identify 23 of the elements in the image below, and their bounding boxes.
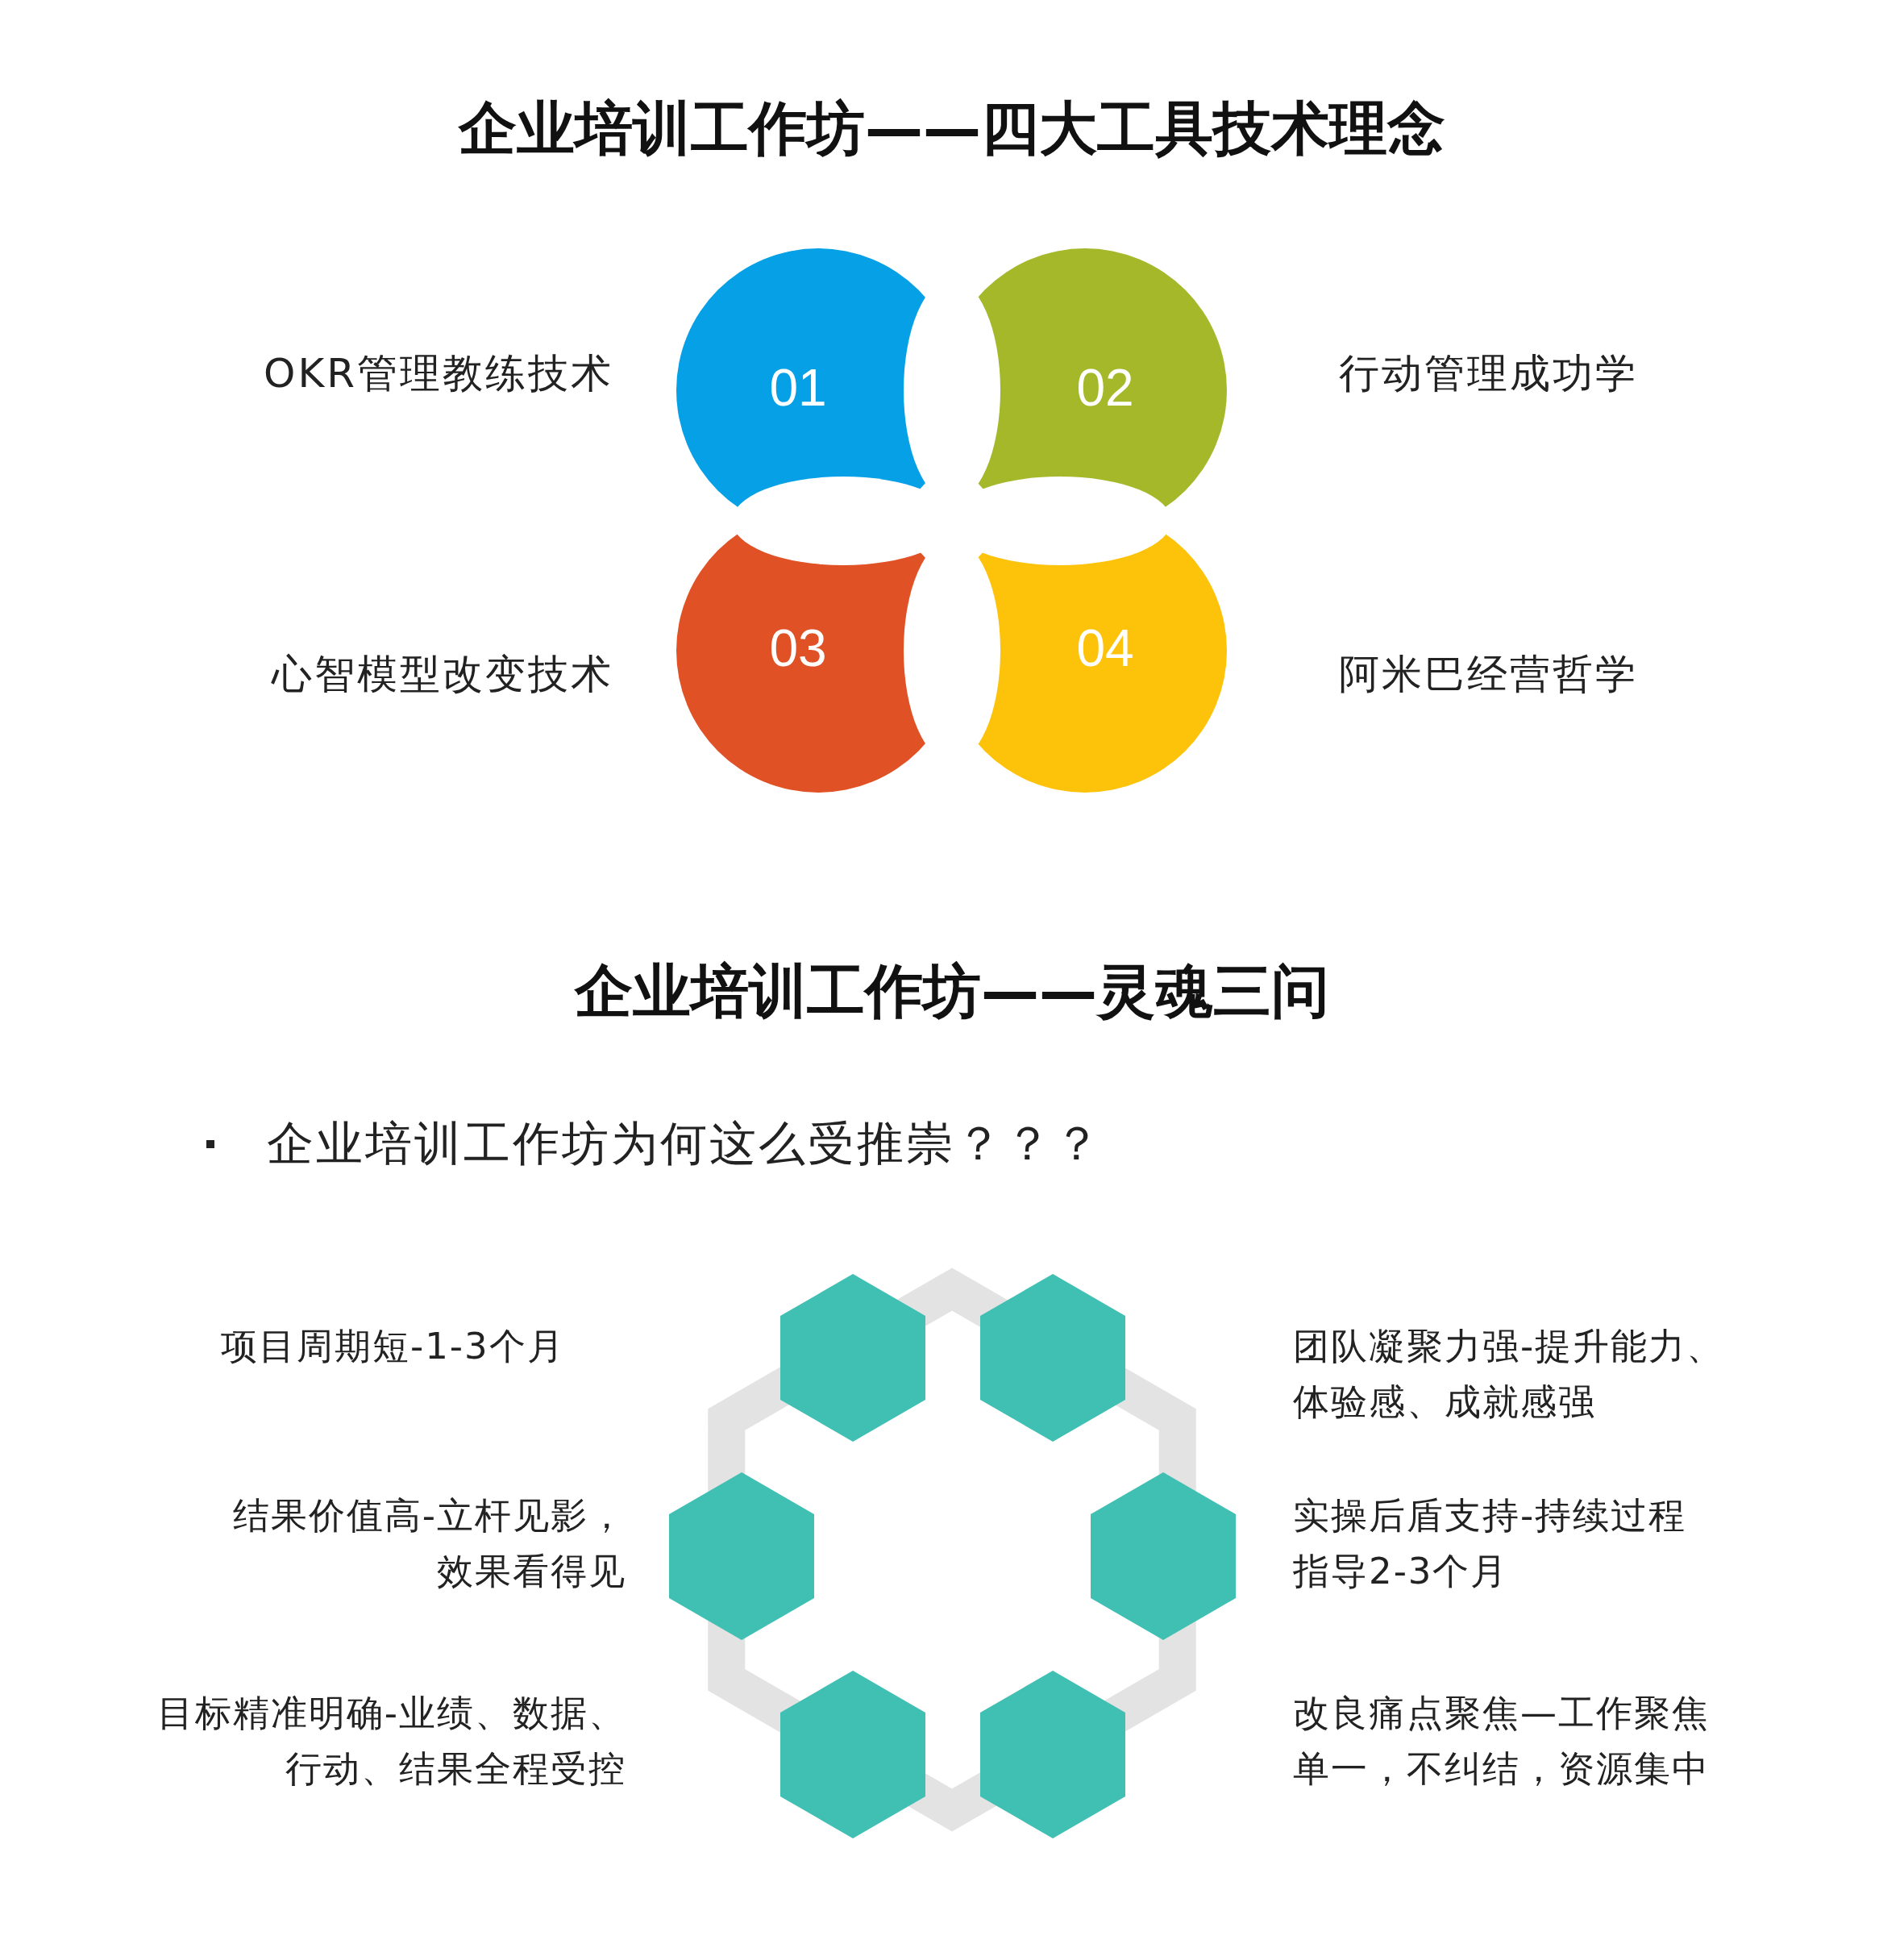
feature-text: 项目周期短-1-3个月: [221, 1324, 565, 1369]
hexagon-shape: [668, 1472, 815, 1640]
petal-number: 02: [1076, 358, 1134, 418]
hexagon-shape: [779, 1274, 926, 1442]
petal-number: 03: [769, 618, 827, 678]
petal-caption: 行动管理成功学: [1339, 349, 1638, 398]
petal-caption: 心智模型改变技术: [272, 650, 613, 699]
feature-text: 团队凝聚力强-提升能力、体验感、成就感强: [1293, 1324, 1726, 1425]
hexagon-shape: [979, 1671, 1126, 1838]
feature-text: 目标精准明确-业绩、数据、行动、结果全程受控: [156, 1691, 626, 1792]
petal-number: 04: [1076, 618, 1134, 678]
feature-text: 改良痛点聚焦—工作聚焦单一，不纠结，资源集中: [1293, 1691, 1711, 1792]
hexagon-shape: [979, 1274, 1126, 1442]
bullet-text: 企业培训工作坊为何这么受推崇？？？: [267, 1115, 1103, 1172]
hexagon-shape: [1090, 1472, 1237, 1640]
feature-text: 实操后盾支持-持续过程指导2-3个月: [1293, 1493, 1688, 1594]
feature-text: 结果价值高-立杆见影，效果看得见: [231, 1493, 626, 1594]
petal-caption: OKR管理教练技术: [264, 349, 613, 398]
title: 企业培训工作坊——四大工具技术理念: [459, 94, 1445, 164]
section-title: 企业培训工作坊——灵魂三问: [575, 956, 1329, 1026]
hexagon-shape: [779, 1671, 926, 1838]
petal-number: 01: [769, 358, 827, 418]
petal-caption: 阿米巴经营哲学: [1339, 650, 1638, 699]
